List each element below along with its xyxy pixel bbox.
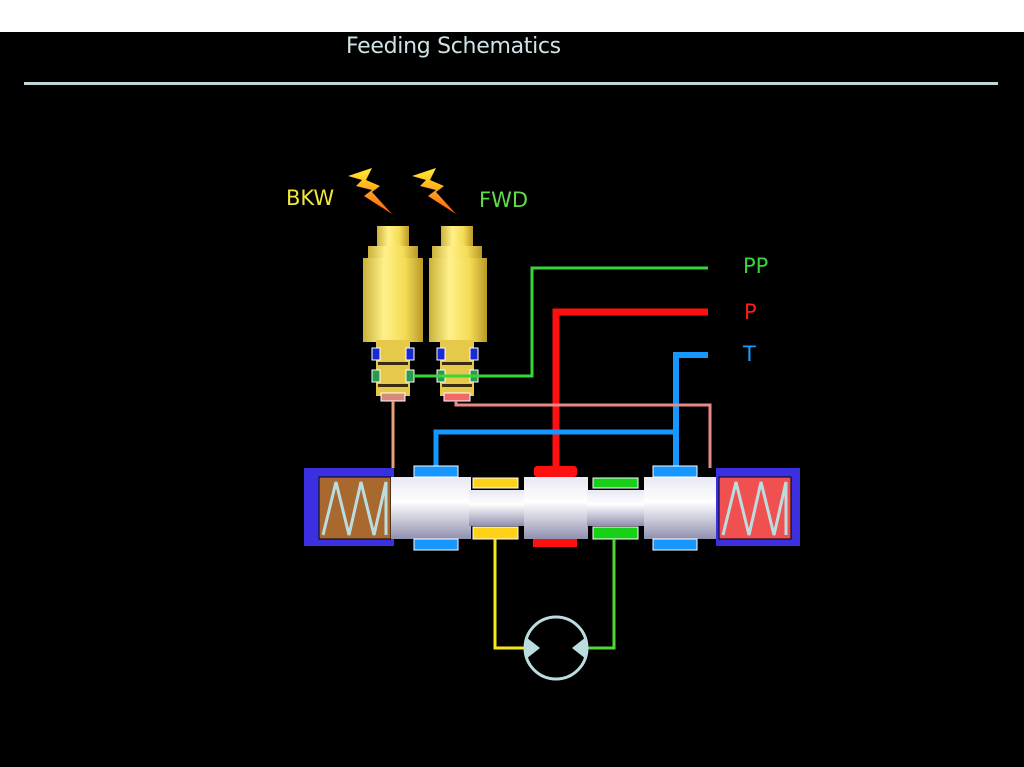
slide-title: Feeding Schematics xyxy=(346,34,561,59)
label-t: T xyxy=(743,342,756,366)
label-pp: PP xyxy=(743,254,769,278)
port-motor-a-top xyxy=(472,477,519,489)
label-fwd: FWD xyxy=(479,188,529,212)
port-tank-right-top xyxy=(652,465,698,478)
solenoid-fwd xyxy=(429,226,487,402)
line-tank xyxy=(433,429,676,466)
line-pilot-pressure xyxy=(414,266,708,378)
line-pilot-fwd xyxy=(454,401,712,468)
lightning-icon-bkw xyxy=(348,168,392,214)
port-motor-b-top xyxy=(592,477,639,489)
label-bkw: BKW xyxy=(286,186,335,210)
lightning-icon-fwd xyxy=(412,168,456,214)
spring-right xyxy=(721,481,788,536)
line-pressure xyxy=(552,308,708,466)
label-p: P xyxy=(744,300,757,324)
title-divider xyxy=(24,82,998,85)
top-banner xyxy=(0,0,1024,32)
spring-left xyxy=(321,481,388,536)
hydraulic-motor xyxy=(523,615,589,681)
solenoid-bkw xyxy=(363,226,423,402)
line-motor-b xyxy=(586,539,616,650)
line-motor-a xyxy=(493,539,526,650)
line-tank-main xyxy=(673,352,708,466)
port-tank-left-top xyxy=(413,465,459,478)
port-pressure-top xyxy=(534,466,577,477)
spool-valve xyxy=(304,465,800,551)
